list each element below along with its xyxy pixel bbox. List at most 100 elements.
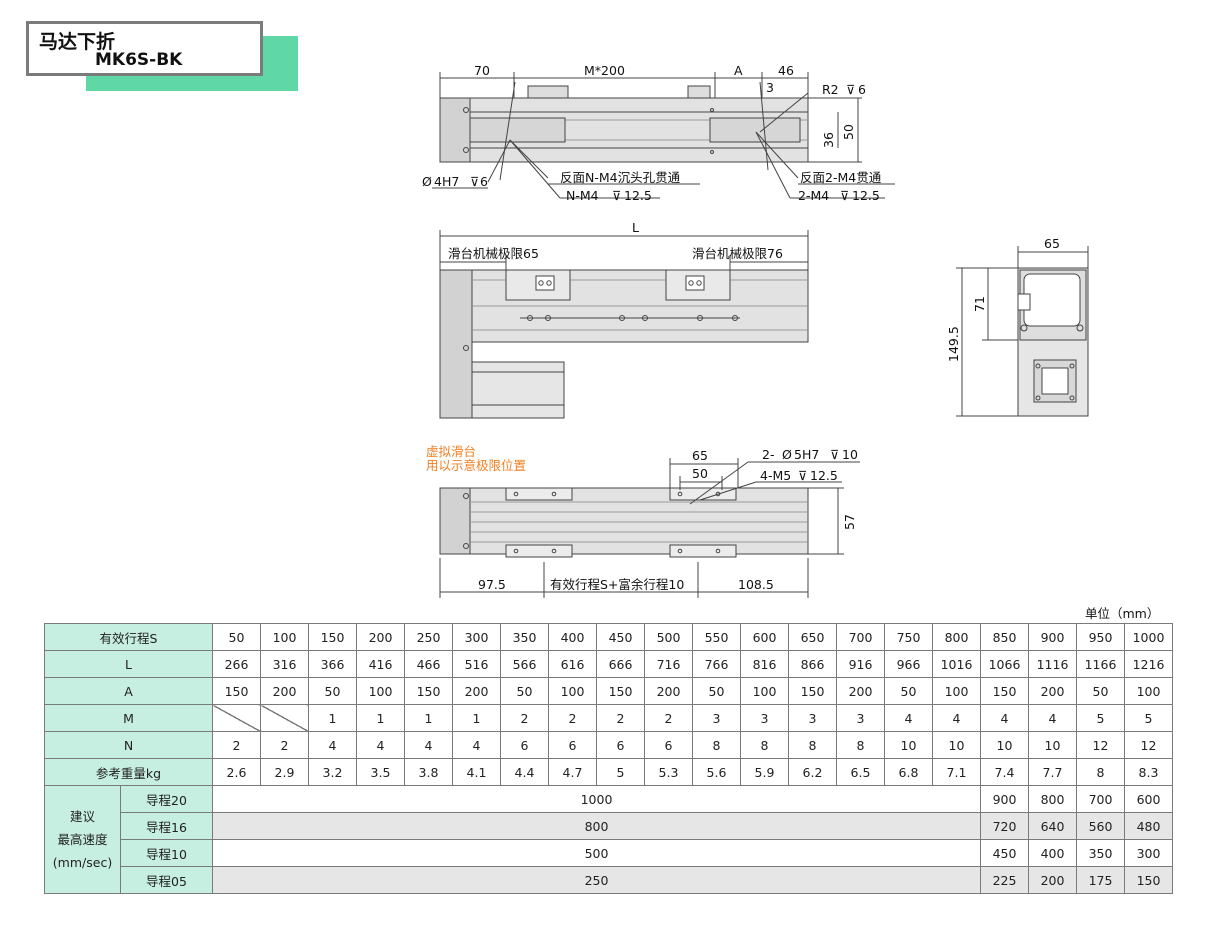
table-cell: 2.9 [260, 758, 309, 786]
table-cell: 1116 [1028, 650, 1077, 678]
table-cell: 12 [1124, 731, 1173, 759]
table-cell: 2 [596, 704, 645, 732]
pin-depth: 6 [480, 174, 488, 189]
table-cell: 1166 [1076, 650, 1125, 678]
depth-symbol: ⊽ [612, 188, 621, 203]
table-cell: 50 [308, 677, 357, 705]
r2-depth: 6 [858, 82, 866, 97]
table-cell: 100 [740, 677, 789, 705]
table-cell: 6.2 [788, 758, 837, 786]
table-cell: 650 [788, 623, 837, 651]
table-cell: 3 [740, 704, 789, 732]
table-cell: 8 [692, 731, 741, 759]
lead-header: 导程20 [120, 785, 213, 813]
dim-36: 36 [821, 132, 836, 148]
virtual-slide-note: 虚拟滑台 [426, 444, 476, 459]
table-cell: 500 [644, 623, 693, 651]
table-cell: 5 [596, 758, 645, 786]
table-cell: 5 [1076, 704, 1125, 732]
table-cell: 10 [884, 731, 933, 759]
top-view [432, 72, 895, 199]
table-cell [260, 704, 309, 732]
m5-label: 4-M5 [760, 468, 791, 483]
bottom-mid: 有效行程S+富余行程10 [550, 577, 684, 592]
table-cell: 350 [500, 623, 549, 651]
table-cell: 4 [932, 704, 981, 732]
table-cell: 200 [1028, 866, 1077, 894]
table-cell: 400 [1028, 839, 1077, 867]
table-cell: 560 [1076, 812, 1125, 840]
table-cell: 8.3 [1124, 758, 1173, 786]
table-cell: 50 [1076, 677, 1125, 705]
m4-2-label: 2-M4 [798, 188, 829, 203]
table-cell: 4.4 [500, 758, 549, 786]
pin-spec: 4H7 [434, 174, 459, 189]
dim-right: 46 [778, 63, 794, 78]
dim-left: 70 [474, 63, 490, 78]
table-cell: 300 [452, 623, 501, 651]
bottom-w50: 50 [692, 466, 708, 481]
table-cell: 200 [452, 677, 501, 705]
table-cell: 4 [452, 731, 501, 759]
nm4-label: N-M4 [566, 188, 599, 203]
table-cell: 200 [1028, 677, 1077, 705]
table-cell: 150 [980, 677, 1029, 705]
table-cell: 666 [596, 650, 645, 678]
table-cell: 6.5 [836, 758, 885, 786]
table-cell: 1 [356, 704, 405, 732]
dim-L: L [632, 220, 639, 235]
page-title: 马达下折 [39, 31, 116, 53]
row-header: N [44, 731, 213, 759]
table-cell: 1 [452, 704, 501, 732]
nm4-depth: 12.5 [624, 188, 652, 203]
table-cell: 4 [404, 731, 453, 759]
pin2-spec: 5H7 [794, 447, 819, 462]
table-cell: 1000 [1124, 623, 1173, 651]
table-cell: 1216 [1124, 650, 1173, 678]
table-cell: 640 [1028, 812, 1077, 840]
table-cell: 720 [980, 812, 1029, 840]
speed-header-line: (mm/sec) [52, 855, 113, 870]
table-cell: 850 [980, 623, 1029, 651]
table-cell: 10 [932, 731, 981, 759]
table-cell: 100 [548, 677, 597, 705]
end-h149: 149.5 [946, 326, 961, 362]
table-cell: 816 [740, 650, 789, 678]
table-cell: 10 [980, 731, 1029, 759]
back-2m4-label: 反面2-M4贯通 [800, 170, 882, 185]
table-cell: 716 [644, 650, 693, 678]
table-cell: 3.5 [356, 758, 405, 786]
speed-span-cell: 500 [212, 839, 981, 867]
table-cell: 916 [836, 650, 885, 678]
dim-a: A [734, 63, 743, 78]
table-cell: 150 [212, 677, 261, 705]
diameter-symbol: Ø [782, 447, 792, 462]
bottom-view [439, 458, 860, 598]
table-cell: 3.8 [404, 758, 453, 786]
table-cell: 800 [932, 623, 981, 651]
row-header: 有效行程S [44, 623, 213, 651]
table-cell: 5.6 [692, 758, 741, 786]
table-cell: 2 [212, 731, 261, 759]
table-cell: 50 [212, 623, 261, 651]
table-cell: 6 [500, 731, 549, 759]
table-cell: 200 [644, 677, 693, 705]
speed-header: 建议最高速度(mm/sec) [44, 785, 121, 894]
table-cell: 2 [548, 704, 597, 732]
table-cell: 150 [308, 623, 357, 651]
limit-right: 滑台机械极限76 [692, 246, 783, 261]
table-cell: 2 [260, 731, 309, 759]
table-cell: 4 [308, 731, 357, 759]
table-cell: 7.4 [980, 758, 1029, 786]
lead-header: 导程16 [120, 812, 213, 840]
limit-left: 滑台机械极限65 [448, 246, 539, 261]
table-cell: 100 [1124, 677, 1173, 705]
table-cell: 175 [1076, 866, 1125, 894]
table-cell: 100 [260, 623, 309, 651]
table-cell: 416 [356, 650, 405, 678]
table-cell: 800 [1028, 785, 1077, 813]
